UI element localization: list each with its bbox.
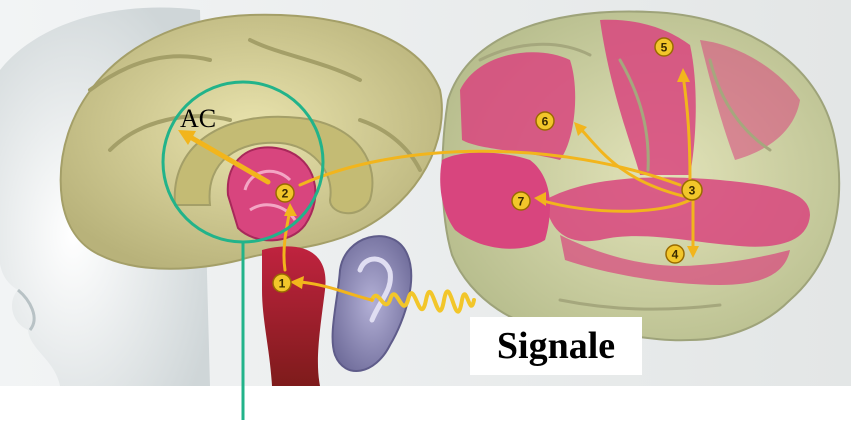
marker-3: 3 [682,180,702,200]
marker-1: 1 [273,274,291,292]
marker-6: 6 [536,112,554,130]
svg-text:4: 4 [672,248,679,262]
svg-text:1: 1 [279,277,286,291]
brainstem [262,246,326,386]
marker-7: 7 [512,192,530,210]
svg-text:7: 7 [518,195,525,209]
marker-5: 5 [655,38,673,56]
marker-2: 2 [276,184,294,202]
svg-text:2: 2 [282,187,289,201]
svg-text:3: 3 [689,184,696,198]
marker-4: 4 [666,245,684,263]
brain-lateral-view [440,12,839,341]
signal-label: Signale [470,317,642,375]
svg-text:5: 5 [661,41,668,55]
svg-text:6: 6 [542,115,549,129]
